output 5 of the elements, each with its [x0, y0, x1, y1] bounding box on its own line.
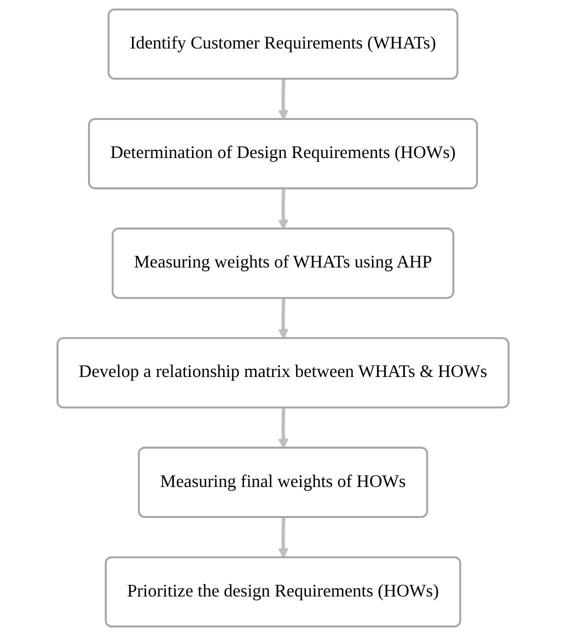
arrow [278, 188, 289, 230]
arrow [278, 408, 289, 449]
arrow [278, 298, 289, 340]
arrow [278, 79, 289, 120]
arrow [278, 518, 289, 558]
